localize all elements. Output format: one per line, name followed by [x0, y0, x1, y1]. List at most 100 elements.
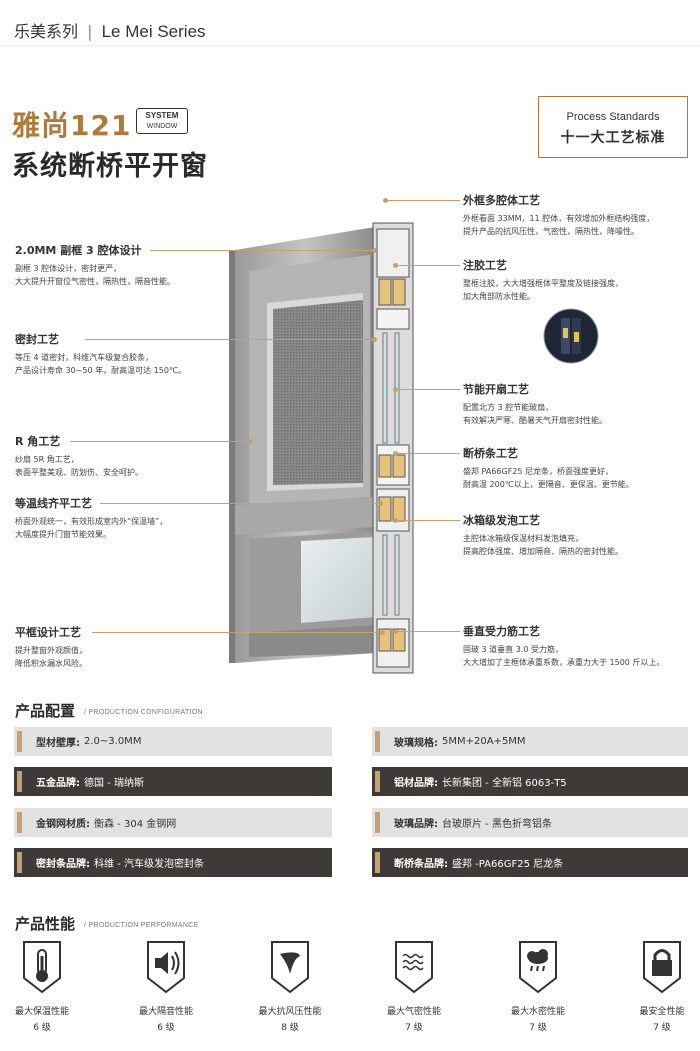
process-cn: 十一大工艺标准	[560, 130, 666, 146]
feature-desc-line: 主腔体冰箱级保温材料发泡填充，	[463, 534, 583, 543]
leader-dot	[372, 248, 377, 253]
perf-label: 最安全性能	[639, 1007, 685, 1017]
config-value: 台玻原片 - 黑色折弯铝条	[442, 819, 552, 830]
leader-dot	[372, 337, 377, 342]
header-divider	[0, 45, 700, 46]
feature-title: 密封工艺	[15, 333, 59, 346]
feature-title: 等温线齐平工艺	[15, 497, 92, 510]
leader-dot	[393, 451, 398, 456]
perf-label: 最大抗风压性能	[258, 1007, 322, 1017]
leader-dot	[393, 518, 398, 523]
series-cn: 乐美系列	[14, 22, 79, 41]
perf-item: 最大保温性能 6 级	[7, 940, 77, 1033]
feature-glue-injection: 注胶工艺 整框注胶，大大增强框体平整度及链接强度，加大角部防水性能。	[463, 257, 623, 303]
feature-title: 2.0MM 副框 3 腔体设计	[15, 244, 142, 257]
config-key: 型材壁厚:	[36, 738, 80, 749]
feature-desc-line: 有效解决严寒、酷暑天气开扇密封性能。	[463, 416, 607, 425]
config-row: 型材壁厚: 2.0~3.0MM	[14, 727, 332, 756]
badge-line2: WINDOW	[146, 123, 178, 130]
feature-desc-line: 产品设计寿命 30~50 年，耐高温可达 150℃。	[15, 366, 186, 375]
feature-title: 平框设计工艺	[15, 626, 81, 639]
performance-title: 产品性能	[15, 915, 76, 933]
leader-line	[395, 265, 460, 266]
config-value: 衡森 - 304 金钢网	[94, 819, 177, 830]
feature-thermal-break: 断桥条工艺 盛邦 PA66GF25 尼龙条，桥面强度更好，耐高温 200℃以上，…	[463, 445, 634, 491]
leader-line	[150, 250, 375, 251]
perf-level: 7 级	[405, 1023, 423, 1033]
feature-title: 垂直受力筋工艺	[463, 625, 540, 638]
perf-label: 最大水密性能	[510, 1007, 565, 1017]
config-key: 五金品牌:	[36, 778, 80, 789]
leader-line	[92, 632, 382, 633]
feature-title: 断桥条工艺	[463, 447, 518, 460]
feature-desc-line: 大幅度提升门窗节能效果。	[15, 530, 111, 539]
leader-dot	[248, 439, 253, 444]
feature-title: 冰箱级发泡工艺	[463, 514, 540, 527]
process-en: Process Standards	[566, 111, 660, 123]
window-section-illustration	[229, 222, 414, 674]
feature-desc-line: 耐高温 200℃以上，更隔音、更保温、更节能。	[463, 480, 634, 489]
accent-bar	[17, 812, 22, 833]
config-value: 科维 - 汽车级发泡密封条	[94, 859, 204, 870]
feature-title: 节能开扇工艺	[463, 383, 529, 396]
feature-title: 外框多腔体工艺	[463, 194, 540, 207]
leader-line	[395, 520, 460, 521]
feature-desc-line: 提高腔体强度、增加隔音、隔热的密封性能。	[463, 547, 623, 556]
perf-level: 8 级	[281, 1023, 299, 1033]
config-row: 玻璃品牌:台玻原片 - 黑色折弯铝条	[372, 808, 688, 837]
perf-item: 最大水密性能 7 级	[503, 940, 573, 1033]
leader-dot	[380, 630, 385, 635]
feature-energy-sash: 节能开扇工艺 配置北方 3 腔节能玻扇，有效解决严寒、酷暑天气开扇密封性能。	[463, 381, 607, 427]
config-row: 铝材品牌:长新集团 - 全新铝 6063-T5	[372, 767, 688, 796]
feature-desc-line: 等压 4 道密封，科维汽车级复合胶条，	[15, 353, 154, 362]
accent-bar	[17, 731, 22, 752]
feature-desc-line: 整框注胶，大大增强框体平整度及链接强度，	[463, 279, 623, 288]
perf-level: 7 级	[653, 1023, 671, 1033]
feature-desc-line: 提升产品的抗风压性，气密性，隔热性，降噪性。	[463, 227, 639, 236]
leader-line	[395, 389, 460, 390]
feature-desc-line: 纱扇 5R 角工艺，	[15, 455, 79, 464]
feature-desc-line: 提升整窗外观颜值，	[15, 646, 87, 655]
leader-dot	[383, 198, 388, 203]
feature-desc-line: 外框看面 33MM，11 腔体，有效增加外框结构强度，	[463, 214, 655, 223]
config-value: 2.0~3.0MM	[84, 736, 142, 747]
config-value: 德国 - 瑞纳斯	[84, 778, 144, 789]
leader-line	[100, 503, 380, 504]
accent-bar	[375, 852, 380, 873]
feature-desc-line: 表面平整美观、防划伤、安全呵护。	[15, 468, 143, 477]
leader-dot	[393, 387, 398, 392]
feature-flat-frame: 平框设计工艺 提升整窗外观颜值，降低积水漏水风险。	[15, 624, 87, 670]
perf-level: 6 级	[157, 1023, 175, 1033]
accent-bar	[375, 771, 380, 792]
config-key: 玻璃规格:	[394, 738, 438, 749]
config-value: 长新集团 - 全新铝 6063-T5	[442, 778, 567, 789]
perf-level: 6 级	[33, 1023, 51, 1033]
perf-label: 最大气密性能	[386, 1007, 441, 1017]
perf-item: 最大抗风压性能 8 级	[255, 940, 325, 1033]
thermometer-icon	[23, 941, 61, 994]
accent-bar	[375, 731, 380, 752]
leader-line	[395, 631, 460, 632]
glue-corner-photo	[543, 308, 599, 364]
config-subtitle-text: PRODUCTION CONFIGURATION	[88, 709, 203, 716]
performance-subtitle: / PRODUCTION PERFORMANCE	[84, 922, 199, 929]
config-row: 金钢网材质:衡森 - 304 金钢网	[14, 808, 332, 837]
accent-bar	[17, 771, 22, 792]
perf-item: 最安全性能 7 级	[627, 940, 697, 1033]
lock-icon	[643, 941, 681, 994]
series-en: Le Mei Series	[101, 22, 206, 41]
leader-dot	[378, 501, 383, 506]
waves-icon	[395, 941, 433, 994]
process-standards-box: Process Standards 十一大工艺标准	[538, 96, 688, 158]
feature-r-corner: R 角工艺 纱扇 5R 角工艺，表面平整美观、防划伤、安全呵护。	[15, 433, 143, 479]
feature-isotherm: 等温线齐平工艺 桥面外观统一，有效形成室内外“保温墙”， 大幅度提升门窗节能效果。	[15, 495, 167, 541]
config-subtitle: / PRODUCTION CONFIGURATION	[84, 709, 203, 716]
feature-vertical-rib: 垂直受力筋工艺 固玻 3 道垂直 3.0 受力筋，大大增加了主框体承重系数，承重…	[463, 623, 664, 669]
feature-desc-line: 桥面外观统一，有效形成室内外“保温墙”，	[15, 517, 168, 526]
config-key: 密封条品牌:	[36, 859, 90, 870]
product-subtitle: 系统断桥平开窗	[12, 151, 208, 182]
config-row: 五金品牌: 德国 - 瑞纳斯	[14, 767, 332, 796]
system-window-badge: SYSTEM WINDOW	[136, 108, 188, 134]
config-row: 断桥条品牌:盛邦 -PA66GF25 尼龙条	[372, 848, 688, 877]
feature-sealing: 密封工艺 等压 4 道密封，科维汽车级复合胶条， 产品设计寿命 30~50 年，耐…	[15, 331, 186, 377]
